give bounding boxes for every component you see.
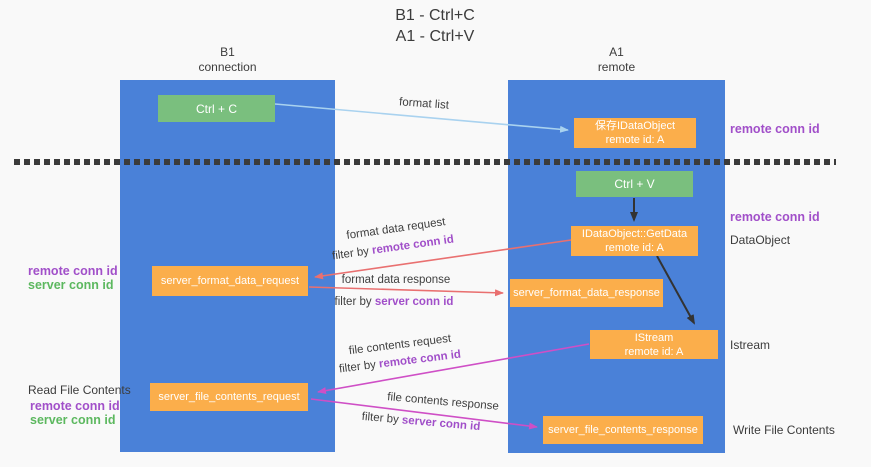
remote-conn-id-label: remote conn id [28,264,118,278]
filter-by-text: filter by [361,410,403,427]
lane-header-a1: A1 remote [508,45,725,75]
annotation-remote-conn-id-mid: remote conn id [730,210,820,224]
remote-conn-id-text: remote conn id [371,233,455,257]
edge-label-filter-server-1: filter by server conn id [319,296,469,308]
node-server-file-contents-response: server_file_contents_response [543,416,703,444]
node-save-idataobject-line2: remote id: A [605,134,665,146]
node-save-idataobject: 保存IDataObject remote id: A [574,118,696,148]
node-file-request-label: server_file_contents_request [158,391,300,403]
lane-b1-name: B1 [220,45,235,59]
filter-by-text: filter by [338,358,380,376]
server-conn-id-label: server conn id [30,413,116,427]
annotation-dataobject: DataObject [730,233,791,247]
filter-by-text: filter by [331,244,373,263]
node-ctrl-v: Ctrl + V [576,171,693,197]
remote-conn-id-label: remote conn id [30,399,120,413]
annotation-read-file-contents: Read File Contents [28,383,131,397]
lane-b1-role: connection [198,60,257,74]
node-getdata-line2: remote id: A [605,242,664,254]
annotation-bottom-left-conn-ids: remote conn id server conn id [30,399,120,427]
node-ctrl-c-label: Ctrl + C [195,101,237,116]
node-idataobject-getdata: IDataObject::GetData remote id: A [571,226,698,256]
node-save-idataobject-line1: 保存IDataObject [594,120,676,132]
edge-label-format-list: format list [398,96,450,112]
phase-separator-dashed-line [14,159,836,165]
server-conn-id-text: server conn id [401,414,481,434]
lane-header-b1: B1 connection [120,45,335,75]
lane-a1-role: remote [597,60,636,74]
filter-by-text: filter by [334,296,375,308]
node-server-format-data-request: server_format_data_request [152,266,308,296]
edge-label-file-contents-response: file contents response [386,391,500,413]
edge-label-filter-server-2: filter by server conn id [346,409,496,434]
title-line-1: B1 - Ctrl+C [395,7,475,24]
node-istream-line1: IStream [634,331,674,344]
title-line-2: A1 - Ctrl+V [395,28,475,45]
node-ctrl-v-label: Ctrl + V [614,177,655,191]
node-ctrl-c: Ctrl + C [158,95,275,122]
node-format-response-label: server_format_data_response [513,287,660,299]
diagram-title: B1 - Ctrl+C A1 - Ctrl+V [285,5,585,47]
annotation-mid-left-conn-ids: remote conn id server conn id [28,264,118,292]
server-conn-id-label: server conn id [28,278,114,292]
annotation-istream: Istream [730,338,771,352]
annotation-write-file-contents: Write File Contents [733,423,835,437]
node-server-file-contents-request: server_file_contents_request [150,383,308,411]
node-format-request-label: server_format_data_request [160,275,300,287]
node-istream: IStream remote id: A [590,330,718,359]
lane-a1-name: A1 [609,45,624,59]
server-conn-id-text: server conn id [374,296,454,308]
node-getdata-line1: IDataObject::GetData [581,228,688,240]
arrow-format-data-response [308,286,504,297]
node-server-format-data-response: server_format_data_response [510,279,663,307]
edge-label-format-data-response: format data response [341,274,451,286]
node-istream-line2: remote id: A [624,345,684,358]
node-file-response-label: server_file_contents_response [548,424,698,436]
annotation-remote-conn-id-top: remote conn id [730,122,820,136]
